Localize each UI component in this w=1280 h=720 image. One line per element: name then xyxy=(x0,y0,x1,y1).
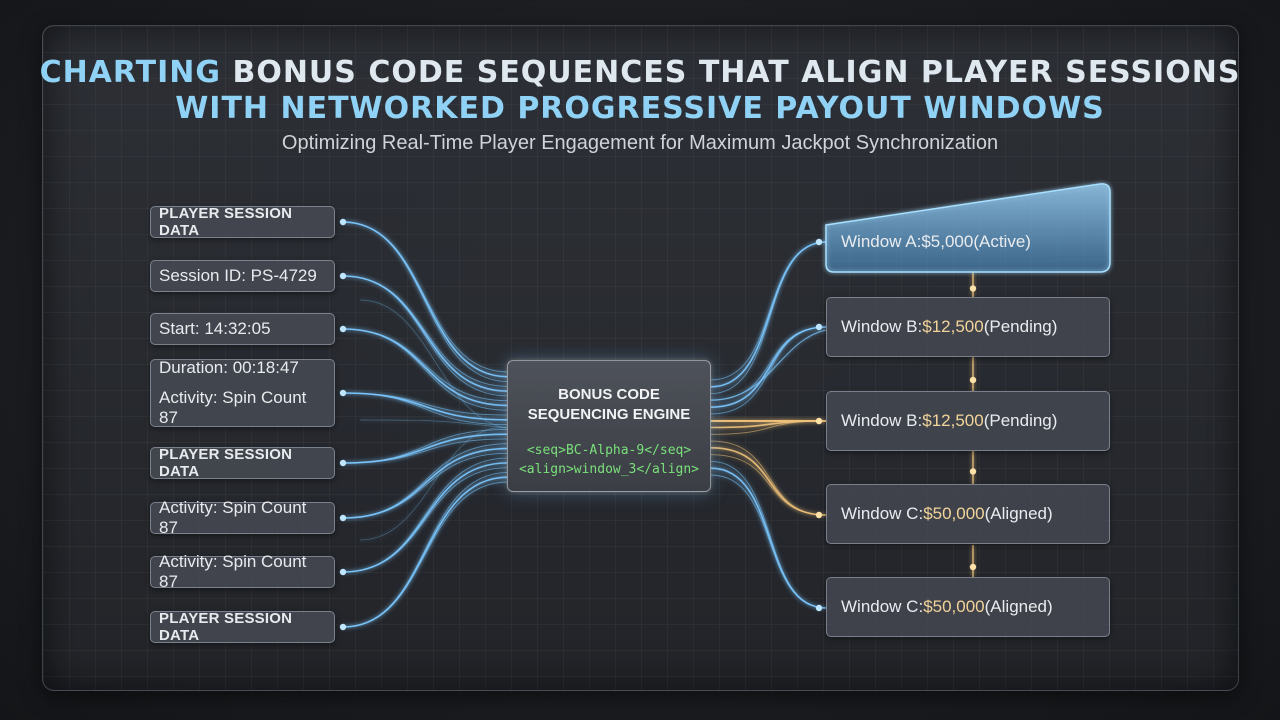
node-label: PLAYER SESSION DATA xyxy=(159,446,293,480)
window-amount: $50,000 xyxy=(923,597,985,616)
input-wire xyxy=(359,427,509,541)
window-status: (Active) xyxy=(973,232,1031,251)
window-a-highlight xyxy=(825,183,1111,273)
window-status: (Aligned) xyxy=(984,504,1053,523)
node-label-duration: Duration: 00:18:47 xyxy=(159,358,299,377)
engine-title-line-1: BONUS CODE xyxy=(558,386,660,403)
output-wire xyxy=(710,447,827,516)
output-wire xyxy=(710,241,827,395)
left-node-activity-1: Activity: Spin Count 87 xyxy=(150,498,335,537)
window-amount: $5,000 xyxy=(921,232,974,251)
window-link-dot xyxy=(969,285,977,292)
left-node-player-session-data-1: PLAYER SESSION DATA xyxy=(150,205,335,239)
output-wire xyxy=(710,454,827,516)
node-label: Start: 14:32:05 xyxy=(159,319,271,338)
input-wire xyxy=(342,476,509,628)
window-label: Window B: xyxy=(841,317,923,336)
output-wire xyxy=(710,326,827,408)
diagram-subtitle: Optimizing Real-Time Player Engagement f… xyxy=(281,132,999,154)
input-port-dot xyxy=(339,272,347,280)
right-node-window-b-2: Window B: $12,500 (Pending) xyxy=(826,391,1110,451)
title-highlight-word: CHARTING xyxy=(39,55,222,90)
window-label: Window B: xyxy=(841,411,923,430)
title-line-1: BONUS CODE SEQUENCES THAT ALIGN PLAYER S… xyxy=(221,55,1241,90)
input-port-dot xyxy=(339,623,347,631)
input-wire xyxy=(359,299,509,429)
node-label: Activity: Spin Count 87 xyxy=(159,498,307,537)
title-line-2: WITH NETWORKED PROGRESSIVE PAYOUT WINDOW… xyxy=(175,91,1105,126)
output-wire xyxy=(710,241,827,381)
left-node-duration-activity: Duration: 00:18:47 Activity: Spin Count … xyxy=(150,358,335,427)
window-status: (Pending) xyxy=(983,411,1058,430)
left-node-player-session-data-2: PLAYER SESSION DATA xyxy=(150,446,335,480)
node-label: Session ID: PS-4729 xyxy=(159,266,317,285)
input-wire xyxy=(342,392,509,416)
engine-code-align: <align>window_3</align> xyxy=(518,462,699,477)
input-wire xyxy=(342,275,509,397)
engine-code-seq: <seq>BC-Alpha-9</seq> xyxy=(526,443,692,458)
node-label: PLAYER SESSION DATA xyxy=(159,610,293,644)
input-wire xyxy=(342,221,509,378)
input-wire xyxy=(342,392,509,426)
left-node-player-session-data-3: PLAYER SESSION DATA xyxy=(150,610,335,644)
output-port-dot xyxy=(815,604,823,612)
input-port-dot xyxy=(339,459,347,467)
window-label: Window C: xyxy=(841,504,924,523)
window-link-dot xyxy=(969,563,977,571)
input-wire xyxy=(342,438,509,464)
window-link-dot xyxy=(969,468,977,475)
input-wire xyxy=(342,462,509,573)
output-wire xyxy=(710,326,827,415)
input-port-dot xyxy=(339,389,347,397)
right-node-window-a: Window A: $5,000 (Active) xyxy=(826,212,1110,272)
input-wire xyxy=(342,221,509,373)
window-amount: $50,000 xyxy=(923,504,985,523)
input-wire xyxy=(342,221,509,383)
right-node-window-c-1: Window C: $50,000 (Aligned) xyxy=(826,484,1110,544)
right-node-window-b-1: Window B: $12,500 (Pending) xyxy=(826,297,1110,357)
window-status: (Pending) xyxy=(983,317,1058,336)
output-port-dot xyxy=(815,238,823,246)
output-port-dot xyxy=(815,417,823,425)
window-status: (Aligned) xyxy=(984,597,1053,616)
node-label-activity: Activity: Spin Count 87 xyxy=(159,388,307,427)
window-link-dot xyxy=(969,376,977,384)
window-label: Window A: xyxy=(841,232,922,251)
diagram-title: CHARTING BONUS CODE SEQUENCES THAT ALIGN… xyxy=(0,55,1280,127)
left-node-start-time: Start: 14:32:05 xyxy=(150,313,335,345)
input-wire xyxy=(342,481,509,628)
window-label: Window C: xyxy=(841,597,924,616)
input-wire xyxy=(359,419,509,429)
input-wire xyxy=(342,447,509,519)
input-wire xyxy=(342,328,509,402)
window-amount: $12,500 xyxy=(922,411,984,430)
sequencing-engine-node: BONUS CODE SEQUENCING ENGINE <seq>BC-Alp… xyxy=(507,360,711,492)
input-wire xyxy=(342,433,509,464)
input-port-dot xyxy=(339,218,347,226)
input-port-dot xyxy=(339,568,347,576)
input-wire xyxy=(342,328,509,411)
output-wire xyxy=(710,329,827,401)
left-node-session-id: Session ID: PS-4729 xyxy=(150,260,335,292)
input-wire xyxy=(342,443,509,519)
right-node-window-c-2: Window C: $50,000 (Aligned) xyxy=(826,577,1110,637)
engine-title-line-2: SEQUENCING ENGINE xyxy=(527,406,691,423)
node-label: PLAYER SESSION DATA xyxy=(159,205,293,239)
window-amount: $12,500 xyxy=(922,317,984,336)
input-wire xyxy=(342,467,509,573)
output-port-dot xyxy=(815,511,823,519)
left-node-activity-2: Activity: Spin Count 87 xyxy=(150,552,335,591)
input-wire xyxy=(342,275,509,392)
output-port-dot xyxy=(815,323,823,331)
input-port-dot xyxy=(339,325,347,333)
input-port-dot xyxy=(339,514,347,522)
output-wire xyxy=(710,474,827,609)
input-wire xyxy=(342,452,509,519)
node-label: Activity: Spin Count 87 xyxy=(159,552,307,591)
input-wire xyxy=(342,392,509,421)
